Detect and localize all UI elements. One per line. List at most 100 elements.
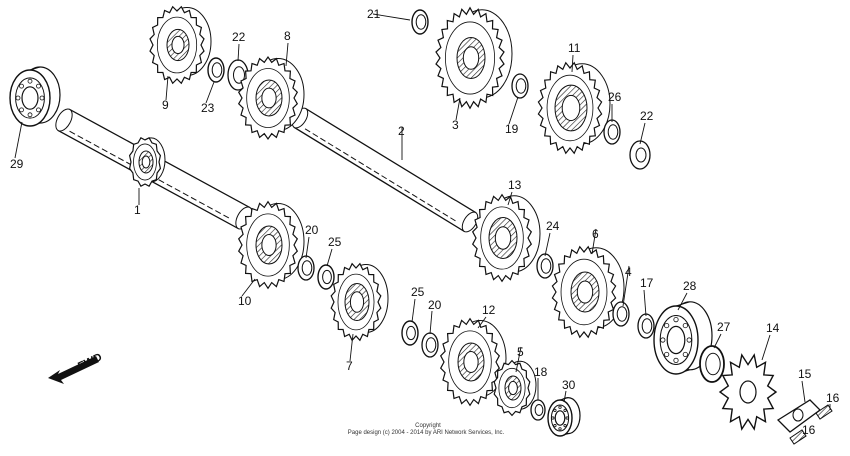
- label-part-2: 2: [398, 124, 405, 138]
- label-part-9: 9: [162, 98, 169, 112]
- label-part-23: 23: [201, 101, 215, 115]
- label-part-3: 3: [452, 118, 459, 132]
- leader-line: [205, 81, 215, 104]
- copyright-line-1: Copyright: [415, 423, 441, 429]
- bearing-29: [9, 66, 61, 127]
- leader-line: [677, 292, 688, 311]
- gear-3: [435, 6, 513, 110]
- leader-line: [14, 121, 23, 159]
- label-part-29: 29: [10, 157, 24, 171]
- bearing-28: [653, 301, 713, 375]
- label-part-26: 26: [608, 90, 622, 104]
- label-part-21: 21: [367, 7, 381, 21]
- leader-line: [801, 380, 806, 403]
- leader-line: [241, 278, 256, 297]
- leader-line: [643, 289, 647, 317]
- washer-21: [411, 9, 429, 35]
- circlip-22: [629, 140, 651, 170]
- label-part-4: 4: [625, 265, 632, 279]
- washer-19: [511, 73, 529, 99]
- leader-line: [591, 228, 597, 255]
- label-part-20: 20: [305, 223, 319, 237]
- label-part-13: 13: [508, 178, 522, 192]
- label-part-20-lower: 20: [428, 298, 442, 312]
- mainshaft-integral-gear: [128, 136, 166, 188]
- leader-line: [477, 316, 487, 329]
- leader-line: [411, 298, 416, 323]
- label-part-16: 16: [826, 391, 840, 405]
- gear-6: [551, 245, 625, 339]
- gear-13: [471, 193, 541, 283]
- part-labels: 1 2 3 4 5 6 7 8 9 10 11 12 13 14 15 16 1…: [10, 7, 840, 437]
- washer-26: [603, 119, 621, 145]
- gear-7: [330, 262, 389, 342]
- label-part-18: 18: [534, 365, 548, 379]
- copyright-line-2: Page design (c) 2004 - 2014 by ARI Netwo…: [348, 430, 505, 436]
- leader-line: [563, 390, 567, 403]
- leader-line: [713, 333, 722, 349]
- fixing-plate-15: [776, 399, 821, 433]
- bolt-16-upper: [815, 404, 833, 420]
- washer-23: [207, 57, 225, 83]
- leader-line: [349, 333, 354, 362]
- leader-line: [285, 42, 289, 67]
- leader-line: [429, 310, 433, 335]
- gear-11: [537, 61, 611, 155]
- label-part-1: 1: [134, 203, 141, 217]
- label-part-17: 17: [640, 276, 654, 290]
- leader-line: [761, 334, 771, 361]
- label-part-22-right: 22: [640, 109, 654, 123]
- label-part-7: 7: [346, 359, 353, 373]
- washer-24: [536, 253, 554, 279]
- leader-line: [372, 13, 411, 21]
- circlip-25: [317, 264, 335, 290]
- leader-line: [165, 75, 169, 101]
- label-part-30: 30: [562, 378, 576, 392]
- label-part-25-lower: 25: [411, 285, 425, 299]
- label-part-25: 25: [328, 235, 342, 249]
- leader-line: [571, 54, 574, 73]
- leader-line: [455, 97, 461, 121]
- countershaft: [291, 107, 479, 233]
- bearing-30: [547, 397, 581, 437]
- label-part-12: 12: [482, 303, 496, 317]
- label-part-15: 15: [798, 367, 812, 381]
- leader-line: [508, 96, 519, 125]
- label-part-22: 22: [232, 30, 246, 44]
- leader-line: [544, 232, 551, 257]
- washer-17: [637, 313, 655, 339]
- leader-line: [305, 236, 310, 259]
- leader-line: [799, 435, 807, 441]
- label-part-8: 8: [284, 29, 291, 43]
- label-part-27: 27: [717, 320, 731, 334]
- leader-line: [507, 191, 513, 206]
- fwd-label: FWD: [76, 351, 104, 372]
- label-part-11: 11: [568, 41, 581, 55]
- gear-5: [493, 359, 537, 417]
- washer-20-lower: [421, 332, 439, 358]
- washer-20: [297, 255, 315, 281]
- label-part-19: 19: [505, 122, 519, 136]
- label-part-5: 5: [517, 345, 524, 359]
- leader-line: [326, 248, 333, 267]
- label-part-6: 6: [592, 227, 599, 241]
- leader-line: [515, 346, 522, 373]
- parts-artwork: [9, 5, 833, 445]
- washer-18: [530, 399, 546, 421]
- leader-line: [639, 122, 646, 145]
- forward-direction-arrow: FWD: [48, 351, 104, 384]
- washer-4: [612, 301, 630, 327]
- copyright-notice: Copyright Page design (c) 2004 - 2014 by…: [348, 423, 505, 436]
- gear-8: [237, 55, 305, 141]
- circlip-25-lower: [401, 320, 419, 346]
- gear-9: [149, 5, 212, 85]
- label-part-24: 24: [546, 219, 560, 233]
- oil-seal-27: [699, 345, 725, 383]
- drive-sprocket-14: [718, 353, 778, 431]
- gear-10: [237, 200, 305, 290]
- label-part-14: 14: [766, 321, 780, 335]
- gear-12: [439, 317, 507, 407]
- label-part-16-lower: 16: [802, 423, 816, 437]
- leader-line: [622, 265, 630, 307]
